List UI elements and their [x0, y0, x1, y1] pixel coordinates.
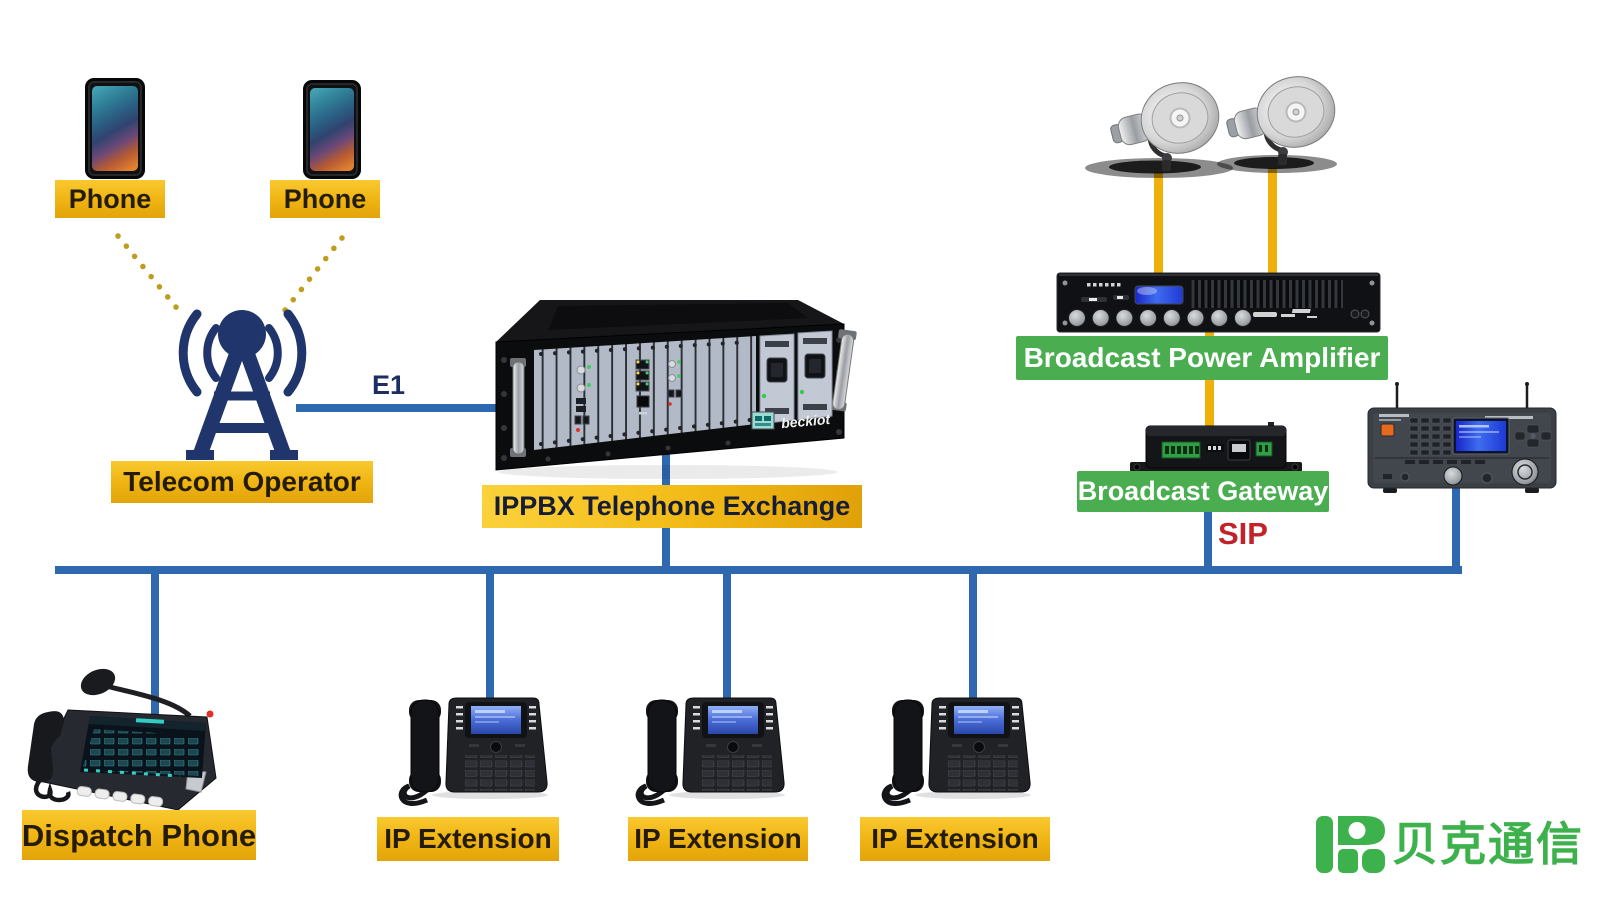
ip-phone-image-1	[401, 698, 548, 804]
company-logo-mark	[1316, 816, 1385, 873]
gooseneck-mic	[105, 683, 192, 718]
broadcast-power-amplifier-label: Broadcast Power Amplifier	[1016, 336, 1388, 380]
dispatch-phone-label: Dispatch Phone	[22, 810, 256, 860]
company-name-text: 贝克通信	[1392, 818, 1584, 870]
ip-phone-image-2	[638, 698, 785, 804]
mobile-phone-image-1	[85, 78, 145, 179]
horn-speaker-icon-2	[1225, 69, 1343, 165]
wireless-dotted-link-1	[115, 233, 183, 315]
radio-emergency-button	[1380, 423, 1395, 437]
amp-knobs	[1068, 309, 1252, 327]
rack-brand-text: beckiot	[780, 411, 832, 431]
speaker-cable-2	[1268, 168, 1277, 276]
radio-keypad	[1409, 417, 1452, 456]
amp-display	[1134, 285, 1184, 305]
dispatch-handset	[27, 711, 64, 783]
broadcast-gateway-label: Broadcast Gateway	[1077, 471, 1329, 512]
drop-line-gateway	[1204, 462, 1212, 570]
ip-extension-label-3: IP Extension	[860, 817, 1050, 861]
wireless-dotted-link-2	[279, 235, 345, 317]
horn-speaker-icon-1	[1109, 75, 1227, 171]
ip-extension-label-1: IP Extension	[377, 817, 559, 861]
drop-line-dispatch	[151, 570, 159, 716]
mobile-phone-image-2	[303, 80, 361, 179]
drop-line-ip2	[723, 572, 731, 702]
ippbx-label: IPPBX Telephone Exchange	[482, 485, 862, 528]
e1-link-label: E1	[372, 370, 406, 400]
radio-tower-icon	[178, 309, 307, 460]
speaker-cable-1	[1154, 172, 1163, 276]
e1-line	[296, 404, 502, 412]
amp-gateway-cable	[1205, 330, 1214, 432]
ip-extension-label-2: IP Extension	[628, 817, 808, 861]
phone-screen	[310, 88, 354, 171]
drop-line-radio	[1452, 482, 1460, 572]
power-amplifier-image	[1056, 272, 1381, 333]
dispatch-phone-image	[27, 668, 217, 811]
radio-volume-knob	[1511, 458, 1539, 486]
broadcast-gateway-image	[1130, 422, 1302, 472]
phone-screen	[92, 86, 138, 171]
drop-line-ip3	[969, 572, 977, 702]
radio-base-station-image	[1367, 382, 1557, 493]
drop-line-ip1	[486, 572, 494, 702]
ippbx-rack-image: beckiot	[495, 300, 857, 479]
dispatch-function-buttons	[76, 786, 164, 807]
network-bus-line	[55, 566, 1462, 574]
horn-speaker-icons	[1085, 69, 1342, 178]
telecom-operator-label: Telecom Operator	[111, 461, 373, 503]
ip-phone-image-3	[884, 698, 1031, 804]
sip-link-label: SIP	[1218, 516, 1268, 551]
phone-label-2: Phone	[270, 180, 380, 218]
amp-vents	[1191, 280, 1343, 308]
phone-label-1: Phone	[55, 180, 165, 218]
